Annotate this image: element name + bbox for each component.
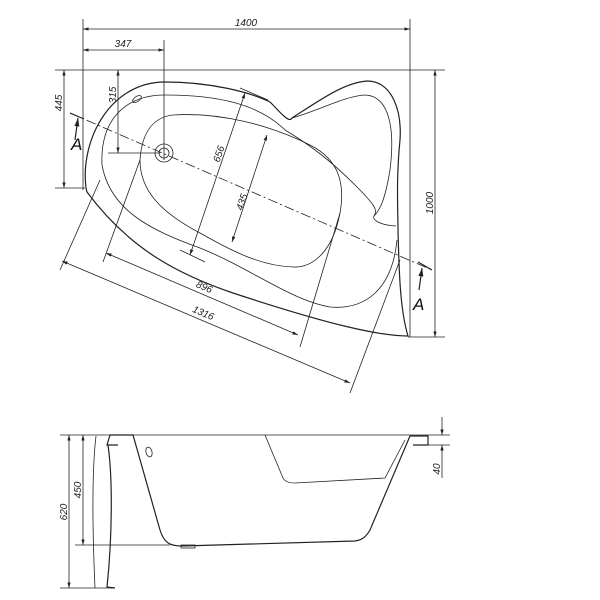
dimension-line-656 <box>189 92 246 256</box>
overflow-hole <box>132 95 142 103</box>
dimension-line-1316 <box>61 260 351 384</box>
drain-inner-circle <box>158 147 170 159</box>
dimension-label-1400: 1400 <box>235 18 258 29</box>
dimension-label-40: 40 <box>432 463 443 475</box>
drain-outer-circle <box>154 143 174 163</box>
tub-outer-outline <box>84 80 409 337</box>
extension-line <box>349 259 401 394</box>
section-marker-tick <box>417 261 433 271</box>
side-view: 620 450 40 <box>59 417 450 589</box>
section-label-left: A <box>70 135 82 154</box>
tub-section-outline <box>110 434 429 547</box>
extension-line <box>59 179 101 271</box>
drain-outlet <box>180 544 196 549</box>
extension-line <box>299 212 341 348</box>
dimension-label-347: 347 <box>115 39 132 50</box>
section-label-right: A <box>412 295 424 314</box>
dimension-label-656: 656 <box>212 144 228 164</box>
dimension-line-896 <box>105 252 299 336</box>
dimension-label-896: 896 <box>194 279 214 296</box>
section-center-line <box>69 112 433 271</box>
section-arrow-left <box>74 117 80 141</box>
section-arrow-right <box>418 267 424 291</box>
dimension-label-450: 450 <box>73 481 84 498</box>
extension-line <box>179 249 206 263</box>
dimension-label-620: 620 <box>59 503 70 520</box>
panel-back-edge <box>106 444 116 589</box>
dimension-line-435 <box>231 134 268 243</box>
seat-step <box>264 434 406 484</box>
rim-contour-top <box>101 94 397 227</box>
extension-line <box>102 159 141 263</box>
section-marker-tick <box>69 112 85 120</box>
overflow-hole <box>145 446 153 458</box>
dimension-label-435: 435 <box>235 192 251 212</box>
headrest-contour <box>291 94 393 217</box>
dimension-label-1000: 1000 <box>425 191 436 214</box>
dimension-label-445: 445 <box>54 94 65 111</box>
panel-front-edge <box>92 435 97 589</box>
dimension-label-315: 315 <box>108 86 119 103</box>
extension-line <box>239 87 269 101</box>
top-view: 1400 347 445 315 1000 656 435 <box>54 18 445 394</box>
left-rim <box>106 434 118 446</box>
inner-basin-outline <box>139 114 343 268</box>
